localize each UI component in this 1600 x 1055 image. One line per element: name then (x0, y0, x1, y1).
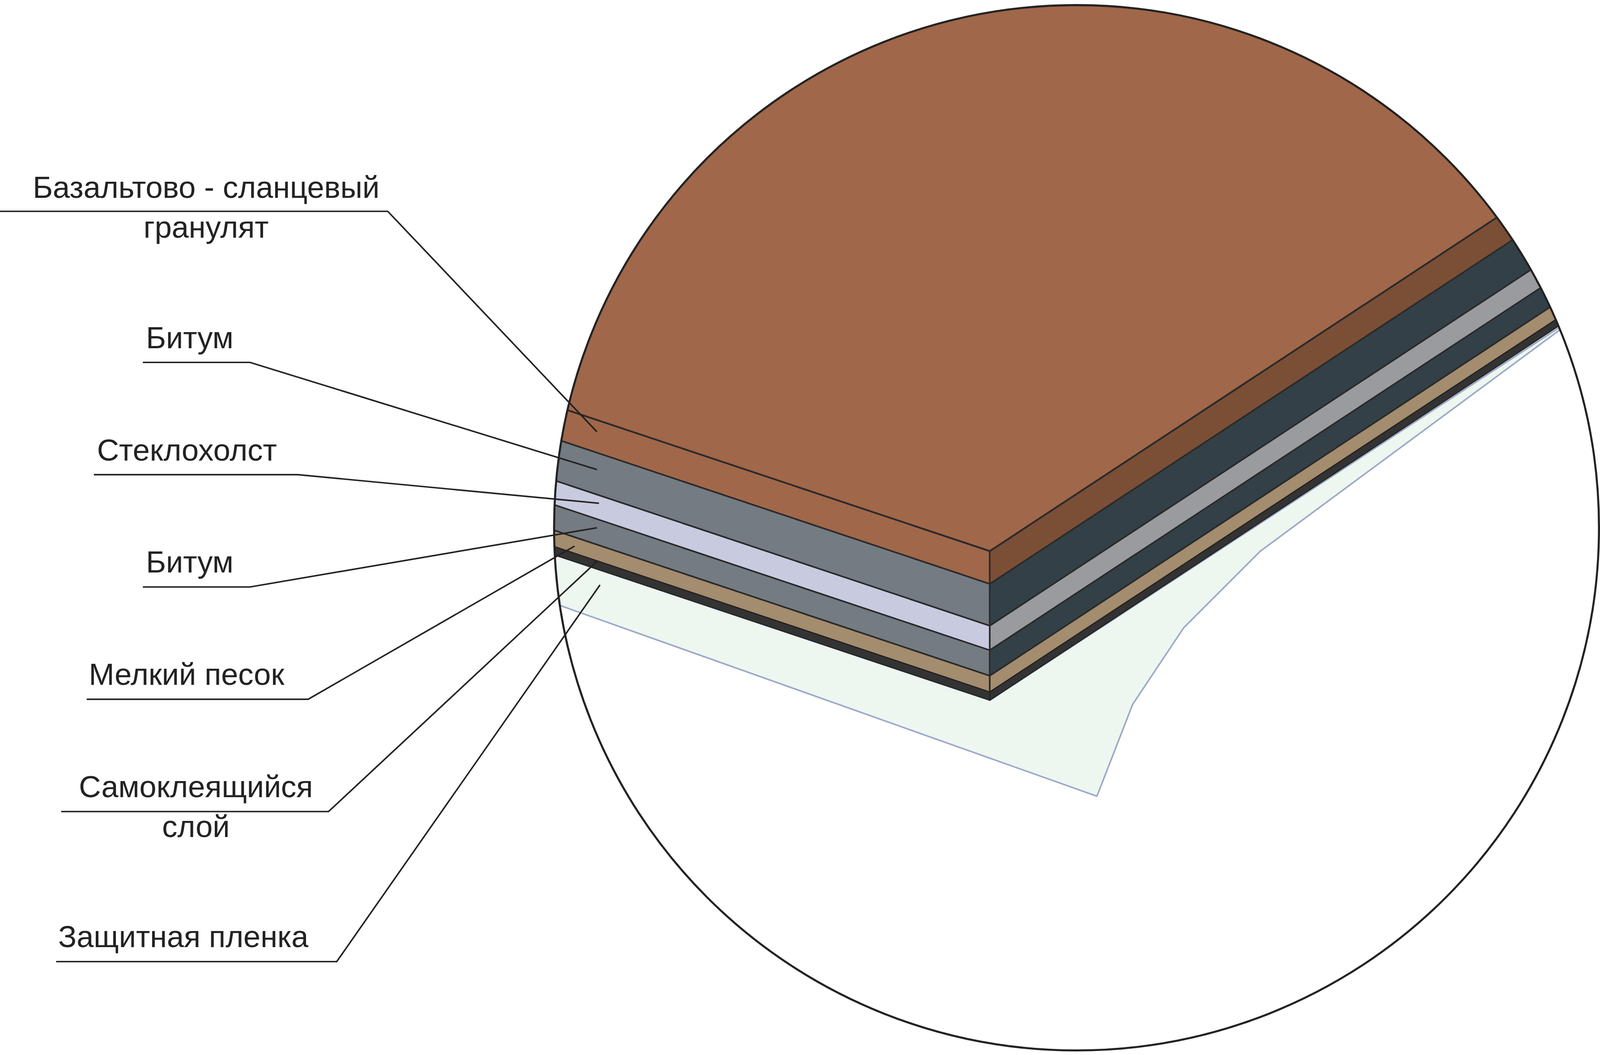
leader-line (55, 584, 600, 962)
bitumen-side (989, 254, 1592, 676)
granulate-side (989, 155, 1592, 584)
layer-label: Стеклохолст (97, 429, 277, 470)
fiberglass-side (989, 229, 1592, 651)
leader-line (93, 474, 600, 503)
layer-label: Базальтово - сланцевый гранулят (2, 167, 411, 247)
adhesive-side (989, 295, 1592, 700)
sand-side (989, 279, 1592, 692)
bitumen-side (989, 187, 1592, 626)
adhesive-front (551, 545, 991, 701)
bitumen-front (551, 503, 991, 676)
leader-line (0, 211, 597, 432)
leader-line (142, 527, 597, 587)
sand-front (551, 528, 991, 692)
zoom-circle (553, 4, 1599, 1050)
layer-label: Битум (145, 541, 234, 582)
layer-label: Защитная пленка (58, 916, 309, 957)
layer-label: Самоклеящийся слой (63, 766, 329, 847)
layer-label: Мелкий песок (88, 654, 285, 694)
layer-label: Битум (145, 317, 234, 358)
